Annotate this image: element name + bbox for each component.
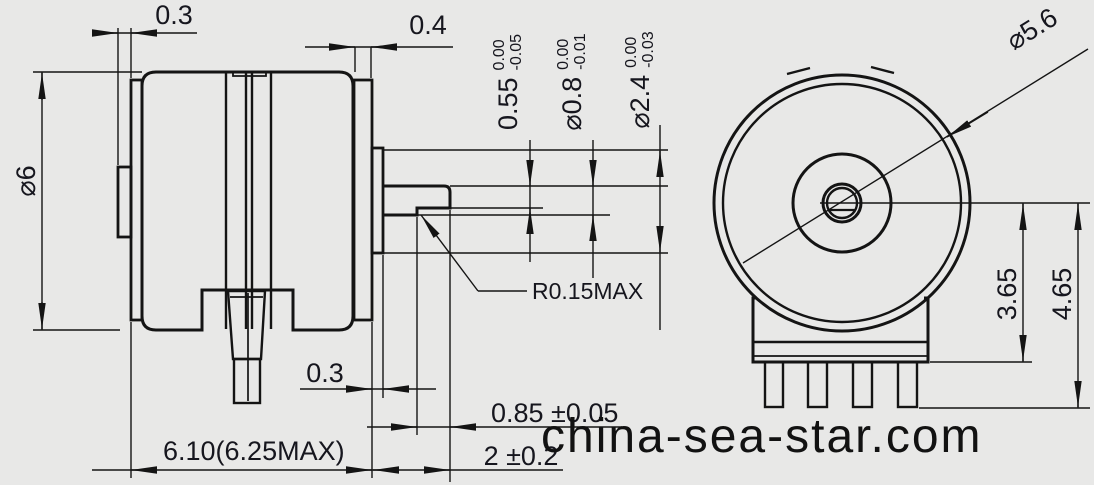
dim-fillet-label: R0.15MAX [532,278,644,304]
dim-flat-length-label: 0.85 ±0.05 [491,398,619,428]
side-view [116,70,452,405]
dim-boss-protrusion-label: 0.3 [306,358,344,388]
dim-shaft-diameter-value: ⌀0.8 [556,76,587,131]
front-view [712,65,972,409]
dim-shaft-flat-value: 0.55 [492,77,523,131]
front-view-dimensions [742,48,1090,409]
watermark-text: china-sea-star.com [541,410,983,463]
dim-rear-plate-label: 0.4 [409,10,447,40]
dim-shaft-diameter-tolerance: 0.00 -0.01 [555,33,589,70]
dim-boss-diameter-tolerance: 0.00 -0.03 [623,31,657,68]
dim-body-diameter-label: ⌀6 [10,165,41,197]
dim-center-to-pin-end-label: 4.65 [1046,267,1077,321]
dim-body-length-label: 6.10(6.25MAX) [163,436,345,466]
dim-shaft-flat-label: 0.55 0.00 -0.05 [488,26,528,138]
dim-shaft-flat-tolerance: 0.00 -0.05 [491,33,525,71]
dim-shaft-diameter-label: ⌀0.8 0.00 -0.01 [552,26,592,138]
dim-center-to-base-label: 3.65 [991,267,1022,321]
side-view-dimensions [33,28,668,482]
dim-shaft-length-label: 2 ±0.2 [483,441,559,471]
dim-boss-diameter-value: ⌀2.4 [624,74,655,129]
dim-boss-diameter-label: ⌀2.4 0.00 -0.03 [620,24,660,136]
dim-front-tab-label: 0.3 [155,0,193,30]
